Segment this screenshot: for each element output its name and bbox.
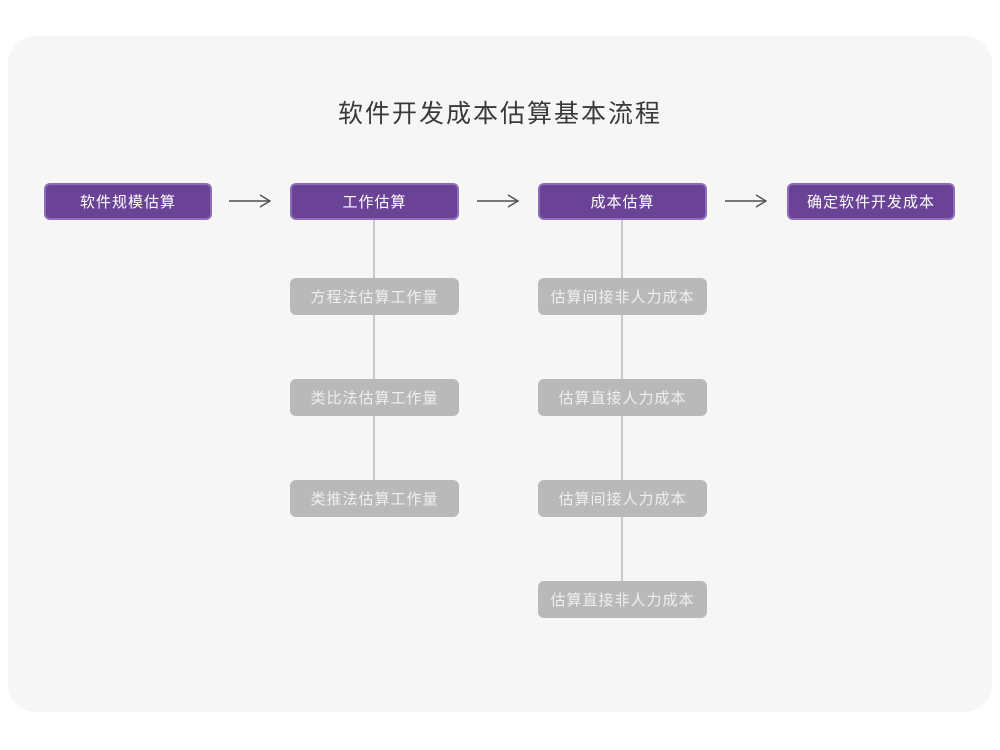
- node-determine-development-cost: 确定软件开发成本: [787, 183, 955, 220]
- node-label: 估算间接人力成本: [558, 491, 687, 508]
- diagram-card: [8, 36, 992, 712]
- node-label: 软件规模估算: [79, 194, 176, 211]
- node-cost-estimation: 成本估算: [538, 183, 707, 220]
- node-label: 类推法估算工作量: [310, 491, 439, 508]
- node-label: 确定软件开发成本: [806, 194, 935, 211]
- node-equation-method: 方程法估算工作量: [290, 278, 459, 315]
- node-label: 估算直接人力成本: [558, 390, 687, 407]
- node-label: 成本估算: [590, 194, 655, 211]
- node-indirect-nonlabor-cost: 估算间接非人力成本: [538, 278, 707, 315]
- node-label: 估算间接非人力成本: [550, 289, 695, 306]
- node-label: 方程法估算工作量: [310, 289, 439, 306]
- diagram-title: 软件开发成本估算基本流程: [337, 100, 662, 128]
- node-work-estimation: 工作估算: [290, 183, 459, 220]
- arrow-right-icon: [475, 193, 521, 209]
- node-analogy-method: 类比法估算工作量: [290, 379, 459, 416]
- node-direct-labor-cost: 估算直接人力成本: [538, 379, 707, 416]
- arrow-right-icon: [723, 193, 769, 209]
- node-extrapolation-method: 类推法估算工作量: [290, 480, 459, 517]
- node-software-scale-estimation: 软件规模估算: [44, 183, 212, 220]
- node-indirect-labor-cost: 估算间接人力成本: [538, 480, 707, 517]
- node-label: 工作估算: [342, 194, 407, 211]
- node-direct-nonlabor-cost: 估算直接非人力成本: [538, 581, 707, 618]
- connector-line-work: [373, 220, 375, 498]
- node-label: 估算直接非人力成本: [550, 592, 695, 609]
- node-label: 类比法估算工作量: [310, 390, 439, 407]
- arrow-right-icon: [227, 193, 273, 209]
